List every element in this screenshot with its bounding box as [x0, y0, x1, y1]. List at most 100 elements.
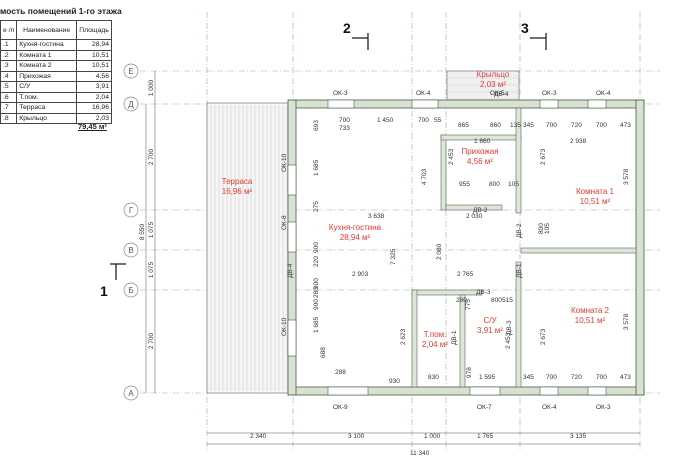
wall-room1-bottom [520, 247, 637, 254]
door-labels: ДВ-4 ДВ-2 ДВ-2 ДВ-1 ДВ-3 ДВ-1 ДВ-3 ДВ-4 [287, 91, 523, 345]
room-area-tech: 2,04 м² [422, 340, 448, 349]
dim-text: 8 550 [139, 223, 146, 240]
dim-text: 473 [620, 374, 631, 381]
dim-text: 1 685 [313, 159, 320, 176]
section-label-2: 2 [343, 20, 351, 36]
section-markers: 2 3 1 [100, 20, 547, 299]
dim-text: 688 [320, 347, 327, 358]
wall-room2-left [515, 261, 522, 388]
dim-text: 1 685 [313, 316, 320, 333]
dim-text: 700 [596, 122, 607, 129]
window-top-1 [327, 99, 355, 109]
schedule-header: e /п Наименование Площадь [0, 20, 112, 40]
dim-text: 775 [465, 299, 472, 310]
window-left-2 [287, 221, 297, 253]
header-area: Площадь [76, 20, 112, 40]
dim-text: 800 [489, 181, 500, 188]
window-label: ОК-9 [333, 404, 348, 411]
room-area-kitchen: 28,94 м² [340, 233, 371, 242]
row-axis-markers: Е Д Г В Б А [123, 63, 139, 401]
window-label: ОК-7 [477, 404, 492, 411]
dim-text: 3 135 [570, 433, 587, 440]
dim-text: 700 [339, 117, 350, 124]
room-name-porch: Крыльцо [477, 70, 510, 79]
window-left-3 [287, 319, 297, 357]
dim-text: 345 [523, 122, 534, 129]
axis-label-e: Е [128, 67, 133, 76]
wall-tech-left [411, 289, 418, 388]
dim-text: 3 100 [348, 433, 365, 440]
room-name-hall: Прихожая [461, 147, 498, 156]
window-bottom-3 [539, 386, 559, 396]
terrace-deck [206, 102, 293, 394]
inner-dimensions: 700 733 1 450 700 55 865 860 135 345 700… [313, 117, 631, 385]
wall-hall-left [440, 134, 447, 211]
window-label: ОК-10 [281, 317, 288, 336]
window-bottom-2 [469, 386, 501, 396]
room-name-tech: Т.пом. [424, 330, 447, 339]
room-name-kitchen: Кухня-гостина [329, 223, 382, 232]
dim-text: 2 340 [250, 433, 267, 440]
room-name-room1: Комната 1 [576, 187, 615, 196]
dim-text: 865 [458, 122, 469, 129]
dim-text: 2 453 [505, 332, 512, 349]
dim-text: 1 000 [424, 433, 441, 440]
window-top-4 [587, 99, 607, 109]
window-label: ОК-4 [596, 90, 611, 97]
porch-outline [446, 70, 520, 105]
dim-text: 1 765 [477, 433, 494, 440]
room-area-hall: 4,56 м² [467, 157, 493, 166]
door-label: ДВ-1 [516, 263, 523, 278]
dim-text: 220 [313, 256, 320, 267]
dim-text: 280 [456, 297, 467, 304]
dim-text: 2 080 [436, 243, 443, 260]
dim-text: 2 623 [400, 328, 407, 345]
axis-label-g: Г [129, 206, 134, 215]
window-label: ОК-3 [333, 90, 348, 97]
door-label: ДВ-2 [516, 223, 523, 238]
door-label: ДВ-4 [287, 263, 294, 278]
dim-text: 2 700 [148, 332, 155, 349]
dim-text: 2 765 [457, 271, 474, 278]
dim-text: 7 325 [390, 248, 397, 265]
axis-label-v: В [128, 246, 133, 255]
dim-text: 11 340 [410, 450, 430, 457]
dim-text: 2 030 [466, 213, 483, 220]
window-label: ОК-4 [416, 90, 431, 97]
window-left-1 [287, 164, 297, 196]
wall-hall-bottom [445, 204, 503, 211]
wall-right [635, 99, 645, 396]
window-label: ОК-3 [542, 90, 557, 97]
dim-text: 345 [523, 374, 534, 381]
dim-text: 1 860 [474, 138, 491, 145]
dim-text: 720 [571, 374, 582, 381]
door-label: ДВ-2 [473, 207, 488, 214]
room-name-room2: Комната 2 [571, 306, 610, 315]
wall-room1-left [515, 107, 522, 214]
section-label-1: 1 [100, 283, 108, 299]
dim-text: 2 673 [540, 328, 547, 345]
dim-text: 3 578 [623, 168, 630, 185]
dim-text: 135 [510, 122, 521, 129]
axis-label-a: А [128, 389, 134, 398]
row-num: .8 [0, 112, 18, 124]
dim-text: 2 700 [148, 148, 155, 165]
dim-text: 2 938 [570, 138, 587, 145]
dim-text: 3 578 [623, 313, 630, 330]
dim-text: 2 903 [352, 271, 369, 278]
dim-text: 288 [335, 369, 346, 376]
dim-text: 275 [313, 201, 320, 212]
section-label-3: 3 [521, 20, 529, 36]
window-label: ОК-3 [596, 404, 611, 411]
wall-bath-top [411, 289, 483, 296]
window-labels: ОК-3 ОК-4 ОК-5 ОК-3 ОК-4 ОК-9 ОК-7 ОК-4 … [281, 90, 611, 411]
window-label: ОК-10 [281, 153, 288, 172]
dim-text: 720 [571, 122, 582, 129]
axis-label-b: Б [128, 286, 133, 295]
axis-bubble [123, 202, 139, 218]
dim-text: 105 [544, 223, 551, 234]
window-label: ОК-4 [542, 404, 557, 411]
